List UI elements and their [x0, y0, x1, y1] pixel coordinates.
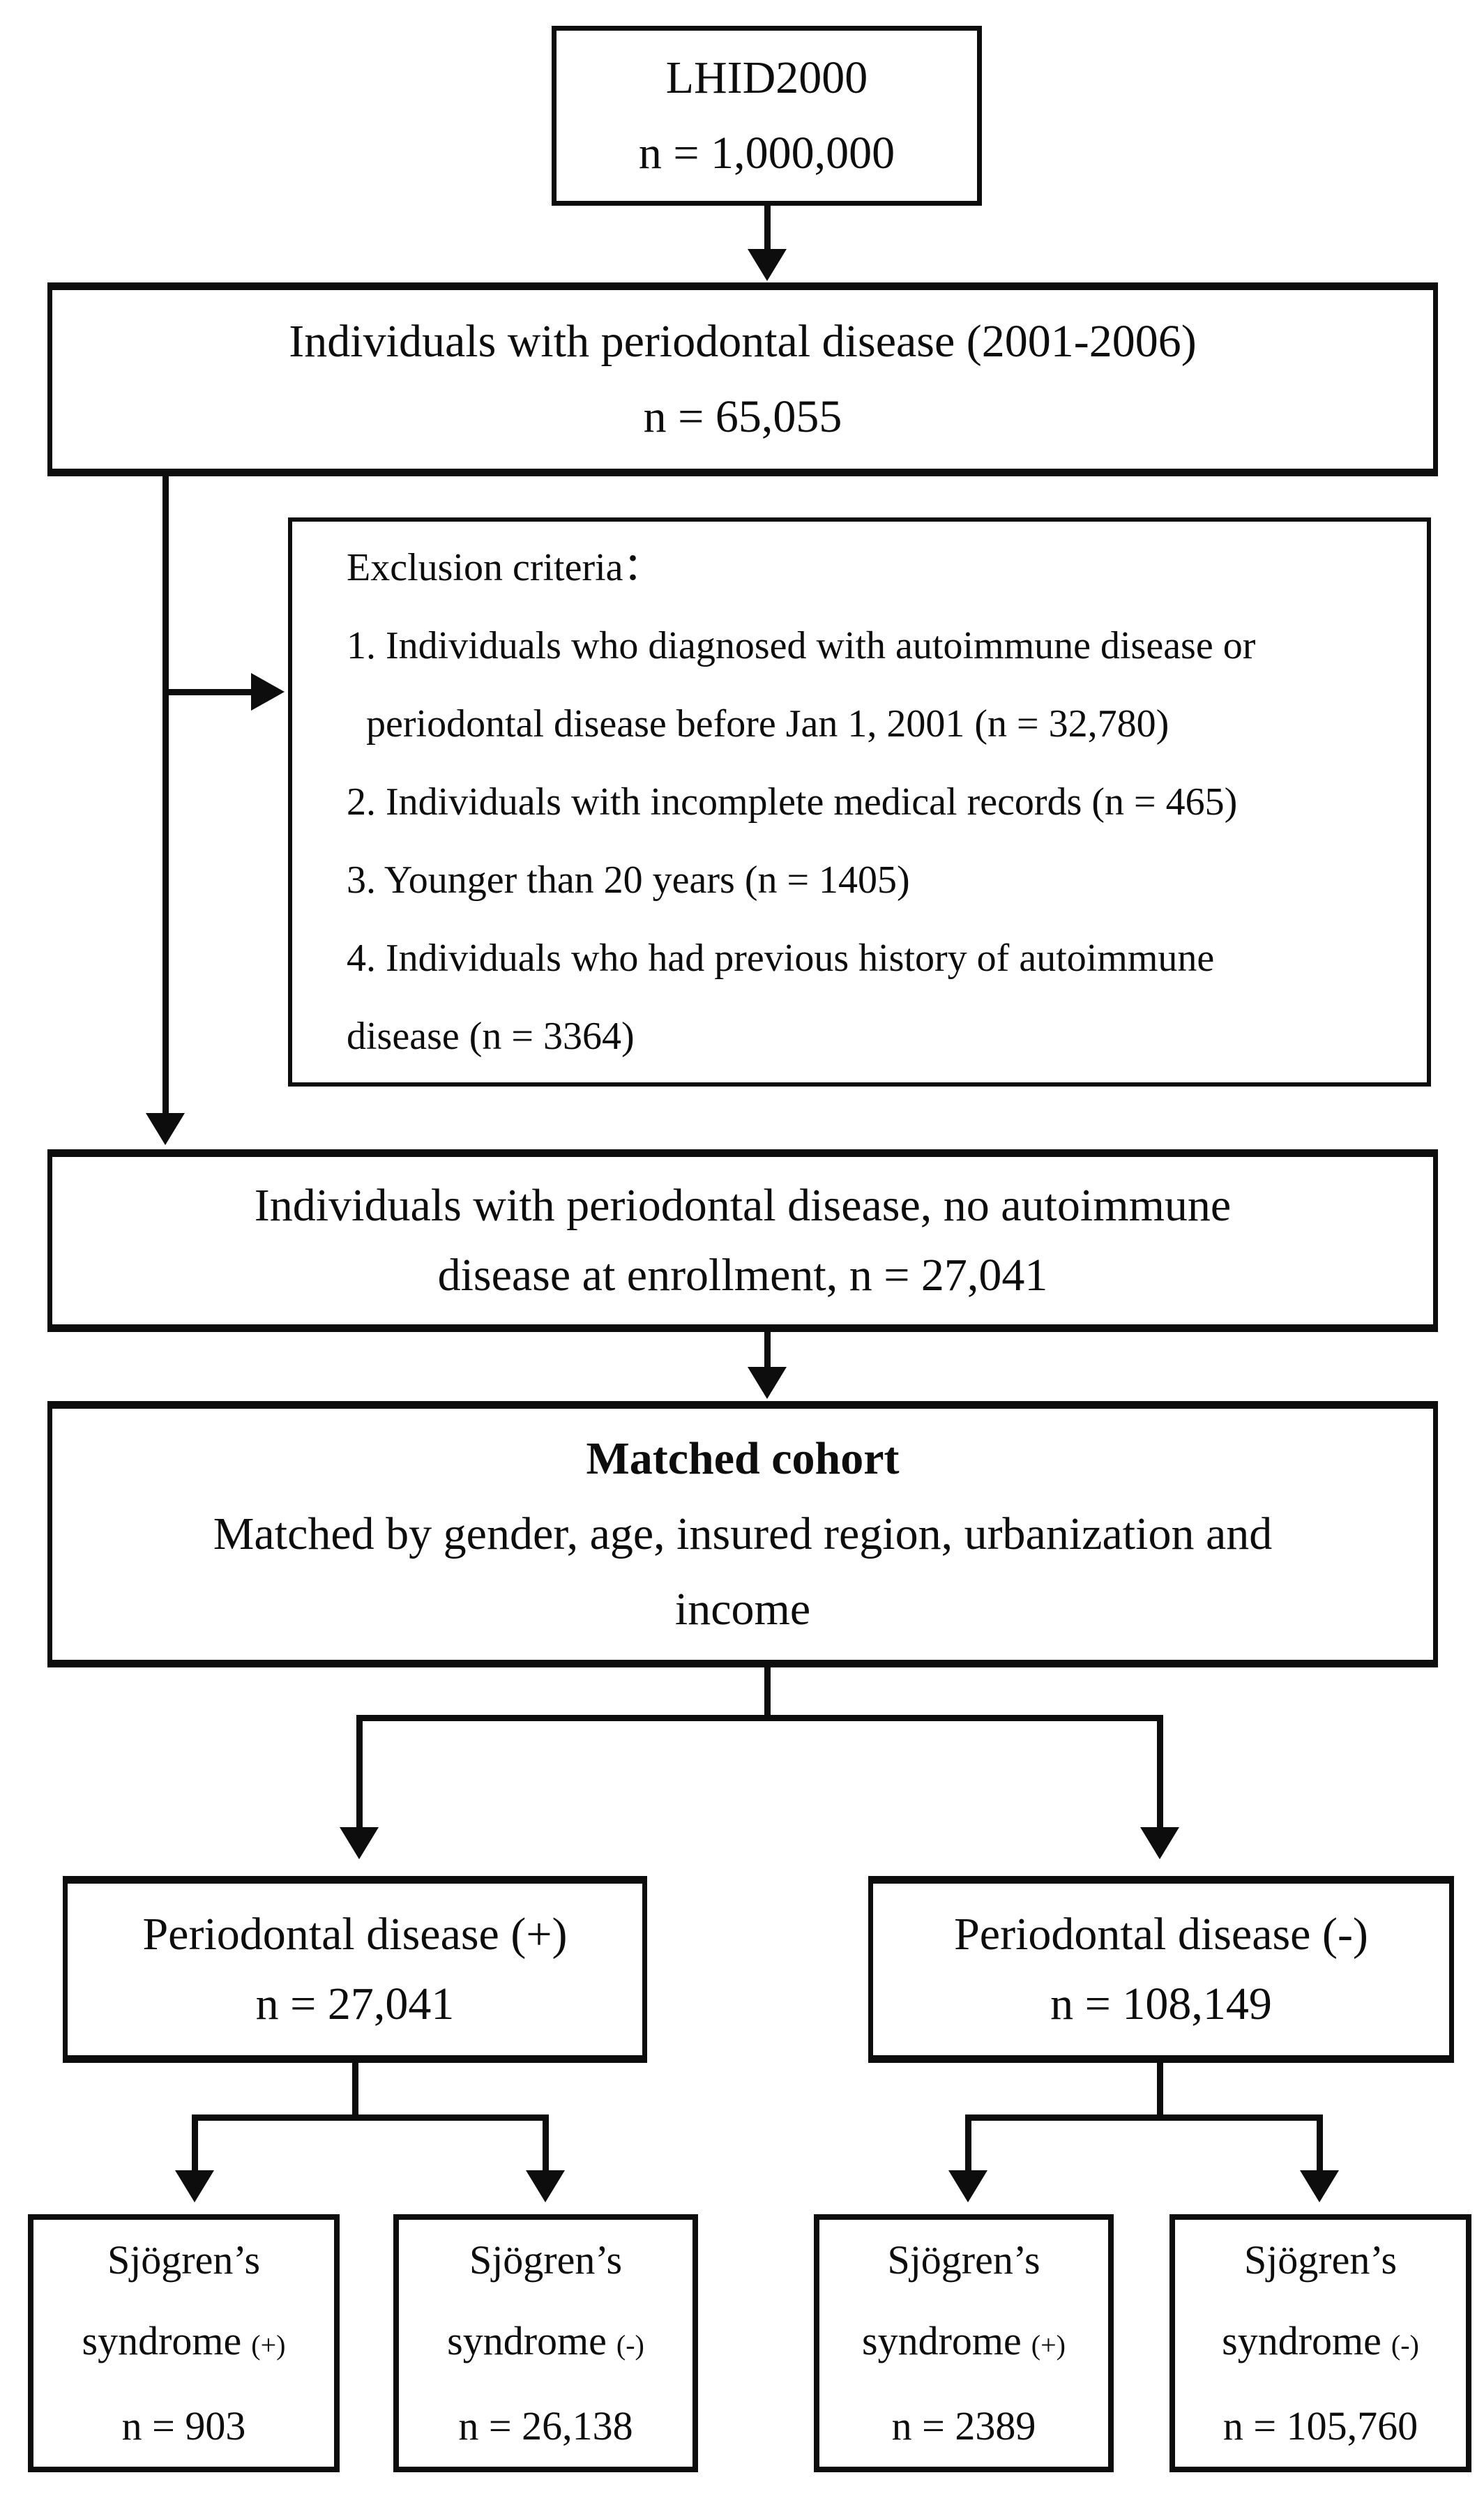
box-pd-initial: Individuals with periodontal disease (20…: [47, 282, 1438, 476]
connector-pdpos-to-sspos-shaft: [192, 2114, 198, 2172]
exclusion-item-1: 1. Individuals who diagnosed with autoim…: [347, 624, 1256, 667]
sjogrens-np-line1: Sjögren’s: [887, 2237, 1040, 2283]
exclusion-item-4-cont: disease (n = 3364): [347, 1015, 635, 1058]
sjogrens-pp-count: n = 903: [121, 2403, 246, 2449]
connector-exclusion-arrowhead-icon: [251, 673, 285, 711]
connector-matched-to-pdneg-arrowhead-icon: [1140, 1827, 1179, 1859]
box-pd-no-autoimmune-line2: disease at enrollment, n = 27,041: [437, 1250, 1048, 1301]
box-pd-negative: Periodontal disease (-) n = 108,149: [868, 1876, 1454, 2063]
box-pd-positive: Periodontal disease (+) n = 27,041: [63, 1876, 647, 2063]
connector-matched-to-pdneg-shaft: [1157, 1715, 1163, 1829]
box-pd-negative-line1: Periodontal disease (-): [954, 1909, 1368, 1960]
exclusion-item-2: 2. Individuals with incomplete medical r…: [347, 780, 1238, 824]
connector-lhid-to-pd-shaft: [764, 206, 771, 249]
connector-lhid-to-pd-arrowhead-icon: [748, 249, 787, 281]
connector-pdneg-to-sspos-arrowhead-icon: [948, 2170, 987, 2202]
sjogrens-nn-line2: syndrome (-): [1222, 2301, 1419, 2386]
connector-pdneg-split-crossbar: [965, 2114, 1322, 2121]
box-pd-positive-line1: Periodontal disease (+): [142, 1909, 568, 1960]
box-sjogrens-neg-pdneg: Sjögren’s syndrome (-) n = 105,760: [1169, 2214, 1471, 2472]
connector-enrolled-to-matched-arrowhead-icon: [748, 1367, 787, 1399]
box-matched-cohort-line3: income: [674, 1584, 811, 1635]
sjogrens-pp-line1: Sjögren’s: [107, 2237, 261, 2283]
box-sjogrens-pos-pdneg: Sjögren’s syndrome (+) n = 2389: [814, 2214, 1114, 2472]
box-matched-cohort-title: Matched cohort: [586, 1433, 900, 1484]
connector-pd-to-enrolled-arrowhead-icon: [146, 1113, 185, 1145]
box-lhid2000: LHID2000 n = 1,000,000: [552, 26, 982, 206]
connector-pdpos-to-ssneg-shaft: [543, 2114, 549, 2172]
box-exclusion-criteria: Exclusion criteria： 1. Individuals who d…: [288, 517, 1431, 1087]
connector-pdneg-to-sspos-shaft: [965, 2114, 971, 2172]
connector-pdpos-to-sspos-arrowhead-icon: [175, 2170, 214, 2202]
box-pd-negative-count: n = 108,149: [1050, 1978, 1272, 2029]
connector-pdneg-to-ssneg-arrowhead-icon: [1300, 2170, 1339, 2202]
box-pd-no-autoimmune-line1: Individuals with periodontal disease, no…: [254, 1180, 1232, 1231]
sjogrens-np-word: syndrome: [862, 2318, 1022, 2363]
sjogrens-pn-word: syndrome: [447, 2318, 607, 2363]
connector-matched-to-pdpos-shaft: [356, 1715, 363, 1829]
connector-pdneg-to-ssneg-shaft: [1317, 2114, 1323, 2172]
sjogrens-pn-count: n = 26,138: [458, 2403, 633, 2449]
connector-matched-split-crossbar: [356, 1715, 1163, 1721]
sjogrens-pp-line2: syndrome (+): [82, 2301, 286, 2386]
connector-exclusion-shaft: [165, 689, 252, 695]
box-pd-initial-count: n = 65,055: [643, 391, 842, 442]
box-pd-no-autoimmune: Individuals with periodontal disease, no…: [47, 1149, 1438, 1332]
exclusion-item-4: 4. Individuals who had previous history …: [347, 937, 1215, 980]
connector-matched-to-pdpos-arrowhead-icon: [340, 1827, 379, 1859]
exclusion-item-1-cont: periodontal disease before Jan 1, 2001 (…: [366, 702, 1169, 746]
connector-pdpos-split-stem: [352, 2063, 358, 2121]
box-matched-cohort-line2: Matched by gender, age, insured region, …: [213, 1508, 1273, 1559]
sjogrens-nn-count: n = 105,760: [1222, 2403, 1418, 2449]
box-lhid2000-line1: LHID2000: [665, 52, 868, 103]
connector-enrolled-to-matched-shaft: [764, 1332, 771, 1368]
sjogrens-pn-line1: Sjögren’s: [469, 2237, 623, 2283]
sjogrens-nn-word: syndrome: [1222, 2318, 1381, 2363]
sjogrens-nn-suffix: (-): [1391, 2329, 1419, 2361]
connector-matched-split-stem: [764, 1667, 771, 1720]
exclusion-item-3: 3. Younger than 20 years (n = 1405): [347, 858, 910, 902]
sjogrens-pp-suffix: (+): [251, 2329, 286, 2361]
sjogrens-np-line2: syndrome (+): [862, 2301, 1066, 2386]
box-sjogrens-pos-pdpos: Sjögren’s syndrome (+) n = 903: [28, 2214, 340, 2472]
connector-pdpos-to-ssneg-arrowhead-icon: [526, 2170, 565, 2202]
sjogrens-nn-line1: Sjögren’s: [1243, 2237, 1398, 2283]
sjogrens-pp-word: syndrome: [82, 2318, 242, 2363]
connector-pdneg-split-stem: [1157, 2063, 1163, 2121]
connector-pdpos-split-crossbar: [192, 2114, 549, 2121]
box-sjogrens-neg-pdpos: Sjögren’s syndrome (-) n = 26,138: [393, 2214, 698, 2472]
sjogrens-pn-suffix: (-): [616, 2329, 644, 2361]
sjogrens-np-suffix: (+): [1031, 2329, 1066, 2361]
box-pd-positive-count: n = 27,041: [255, 1978, 455, 2029]
sjogrens-np-count: n = 2389: [891, 2403, 1036, 2449]
exclusion-title: Exclusion criteria：: [347, 546, 662, 589]
box-lhid2000-count: n = 1,000,000: [638, 128, 895, 179]
box-matched-cohort: Matched cohort Matched by gender, age, i…: [47, 1401, 1438, 1667]
sjogrens-pn-line2: syndrome (-): [447, 2301, 644, 2386]
connector-pd-to-enrolled-shaft: [162, 476, 169, 1114]
box-pd-initial-line1: Individuals with periodontal disease (20…: [289, 316, 1197, 367]
